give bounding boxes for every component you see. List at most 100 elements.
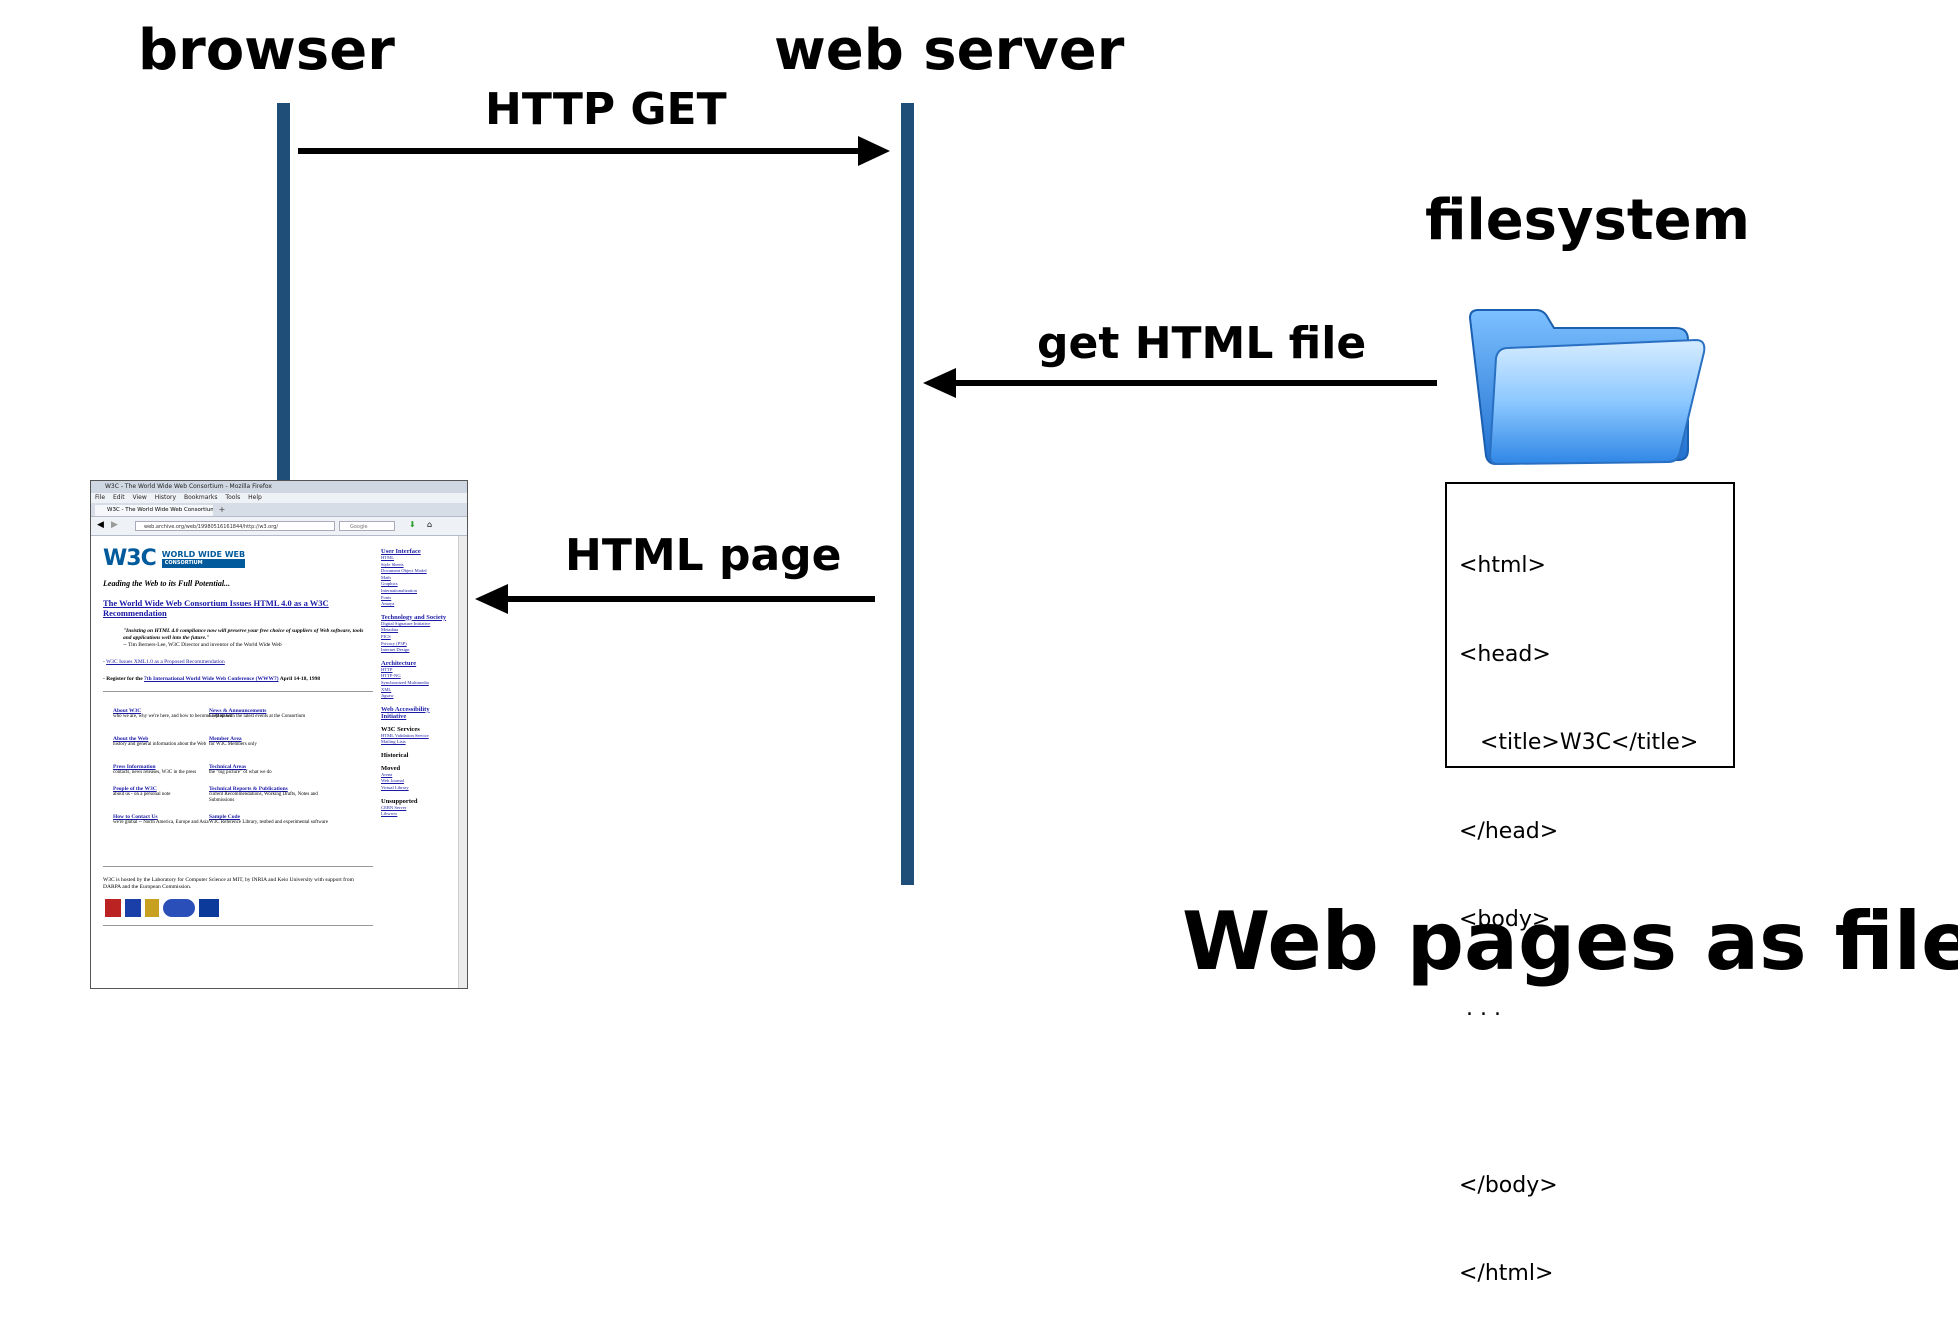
mit-logo bbox=[105, 899, 121, 917]
sidebar-link[interactable]: Virtual Library bbox=[381, 785, 409, 791]
sidebar-link[interactable]: HTML bbox=[381, 555, 395, 560]
sidebar-link[interactable]: Internationalization bbox=[381, 587, 417, 593]
eu-logo bbox=[199, 899, 219, 917]
keio-logo bbox=[145, 899, 159, 917]
sidebar-link[interactable]: Mailing Lists bbox=[381, 739, 406, 745]
html-file-line: . . . bbox=[1459, 995, 1501, 1021]
sidebar-link[interactable]: Math bbox=[381, 574, 391, 580]
grid-cell-title[interactable]: People of the W3C bbox=[113, 786, 157, 792]
browser-tab[interactable]: W3C - The World Wide Web Consortium bbox=[95, 505, 213, 516]
grid-cell-desc: keep up with the latest events at the Co… bbox=[209, 714, 306, 719]
news-link[interactable]: 7th International World Wide Web Confere… bbox=[144, 676, 279, 682]
grid-cell-title[interactable]: News & Announcements bbox=[209, 708, 267, 714]
grid-cell-title[interactable]: Member Area bbox=[209, 736, 242, 742]
grid-cell-title[interactable]: How to Contact Us bbox=[113, 814, 158, 820]
sidebar: User Interface HTML Style Sheets Documen… bbox=[381, 548, 451, 818]
grid-cell-desc: for W3C Members only bbox=[209, 742, 257, 747]
sidebar-link[interactable]: Synchronized Multimedia bbox=[381, 679, 429, 685]
sidebar-heading[interactable]: Technology and Society bbox=[381, 613, 447, 621]
html-file-line: </body> bbox=[1459, 1172, 1558, 1198]
menu-tools[interactable]: Tools bbox=[225, 494, 241, 501]
web-server-lifeline bbox=[901, 103, 914, 885]
sidebar-link[interactable]: XML bbox=[381, 686, 392, 692]
sidebar-link[interactable]: Document Object Model bbox=[381, 568, 427, 574]
back-icon[interactable]: ◀ bbox=[97, 520, 104, 530]
divider bbox=[103, 866, 373, 867]
grid-cell-desc: current Recommendations, Working Drafts,… bbox=[209, 792, 318, 803]
grid-cell-desc: W3C Reference Library, testbed and exper… bbox=[209, 820, 328, 825]
footer-text: W3C is hosted by the Laboratory for Comp… bbox=[103, 877, 354, 890]
sidebar-link[interactable]: Internet Design bbox=[381, 647, 410, 653]
grid-cell-title[interactable]: Technical Reports & Publications bbox=[209, 786, 288, 792]
menu-view[interactable]: View bbox=[132, 494, 147, 501]
get-html-file-arrow bbox=[923, 368, 1437, 398]
grid-cell-title[interactable]: Technical Areas bbox=[209, 764, 247, 770]
search-box[interactable]: Google bbox=[339, 521, 395, 531]
sidebar-link[interactable]: Amaya bbox=[381, 601, 395, 607]
grid-cell-title[interactable]: About W3C bbox=[113, 708, 142, 714]
html-file-line bbox=[1459, 1082, 1721, 1112]
sidebar-link[interactable]: HTML Validation Service bbox=[381, 732, 429, 738]
news-link[interactable]: W3C Issues XML1.0 as a Proposed Recommen… bbox=[106, 659, 225, 665]
news-item: - Register for the 7th International Wor… bbox=[103, 676, 321, 682]
url-bar[interactable]: web.archive.org/web/19980516161844/http:… bbox=[135, 521, 335, 531]
sidebar-link[interactable]: HTTP bbox=[381, 666, 393, 672]
sidebar-link[interactable]: Style Sheets bbox=[381, 561, 404, 567]
headline-link[interactable]: The World Wide Web Consortium Issues HTM… bbox=[103, 598, 329, 618]
grid-cell-desc: contacts, news releases, W3C in the pres… bbox=[113, 770, 197, 775]
folder-icon bbox=[1468, 309, 1706, 466]
sidebar-link[interactable]: Arena bbox=[381, 771, 393, 777]
browser-lifeline bbox=[277, 103, 290, 483]
sponsor-logos bbox=[103, 899, 373, 917]
sidebar-link[interactable]: Fonts bbox=[381, 594, 392, 600]
grid-cell-title[interactable]: Sample Code bbox=[209, 814, 241, 820]
darpa-logo bbox=[163, 899, 195, 917]
sidebar-link[interactable]: Privacy (P3P) bbox=[381, 640, 407, 646]
tab-bar: W3C - The World Wide Web Consortium + bbox=[91, 503, 467, 517]
sidebar-heading[interactable]: User Interface bbox=[381, 548, 421, 555]
sidebar-link[interactable]: CERN Server bbox=[381, 804, 407, 810]
forward-icon[interactable]: ▶ bbox=[111, 520, 118, 530]
grid-cell-title[interactable]: Press Information bbox=[113, 764, 156, 770]
menu-edit[interactable]: Edit bbox=[112, 494, 125, 501]
home-icon[interactable]: ⌂ bbox=[427, 520, 433, 529]
browser-label: browser bbox=[138, 18, 395, 83]
download-icon[interactable]: ⬇ bbox=[409, 520, 416, 529]
sidebar-heading: Historical bbox=[381, 751, 409, 759]
sidebar-link[interactable]: Jigsaw bbox=[381, 693, 394, 699]
html-file-line: <html> bbox=[1459, 553, 1546, 578]
window-title: W3C - The World Wide Web Consortium - Mo… bbox=[91, 481, 467, 493]
sidebar-link[interactable]: HTTP-NG bbox=[381, 673, 401, 679]
grid-cell-title[interactable]: About the Web bbox=[113, 736, 149, 742]
quote-attribution: -- Tim Berners-Lee, W3C Director and inv… bbox=[123, 642, 282, 648]
new-tab-icon[interactable]: + bbox=[218, 505, 226, 514]
menu-help[interactable]: Help bbox=[248, 494, 262, 501]
menu-file[interactable]: File bbox=[95, 494, 106, 501]
http-get-label: HTTP GET bbox=[485, 84, 727, 135]
grid-cell-desc: we're global -- North America, Europe an… bbox=[113, 820, 209, 825]
html-page-arrow bbox=[475, 584, 875, 614]
sidebar-link[interactable]: Graphics bbox=[381, 581, 398, 587]
html-file-line: </head> bbox=[1459, 818, 1559, 844]
sidebar-link[interactable]: PICS bbox=[381, 633, 391, 639]
menu-bookmarks[interactable]: Bookmarks bbox=[183, 494, 218, 501]
message-arrows bbox=[298, 136, 1437, 614]
page-main: W3C WORLD WIDE WEB CONSORTIUM Leading th… bbox=[103, 546, 373, 934]
sidebar-link[interactable]: Libwww bbox=[381, 811, 398, 817]
sidebar-link[interactable]: Digital Signature Initiative bbox=[381, 620, 431, 626]
sidebar-link[interactable]: Metadata bbox=[381, 627, 399, 633]
sidebar-heading[interactable]: Web Accessibility Initiative bbox=[381, 705, 430, 720]
quote: "Insisting on HTML 4.0 compliance now wi… bbox=[123, 628, 364, 641]
scrollbar[interactable] bbox=[458, 536, 467, 988]
sidebar-link[interactable]: Web Journal bbox=[381, 778, 404, 784]
slide-title: Web pages as files bbox=[1182, 895, 1958, 988]
http-get-arrow bbox=[298, 136, 890, 166]
menu-history[interactable]: History bbox=[154, 494, 177, 501]
sidebar-heading[interactable]: Architecture bbox=[381, 659, 417, 667]
